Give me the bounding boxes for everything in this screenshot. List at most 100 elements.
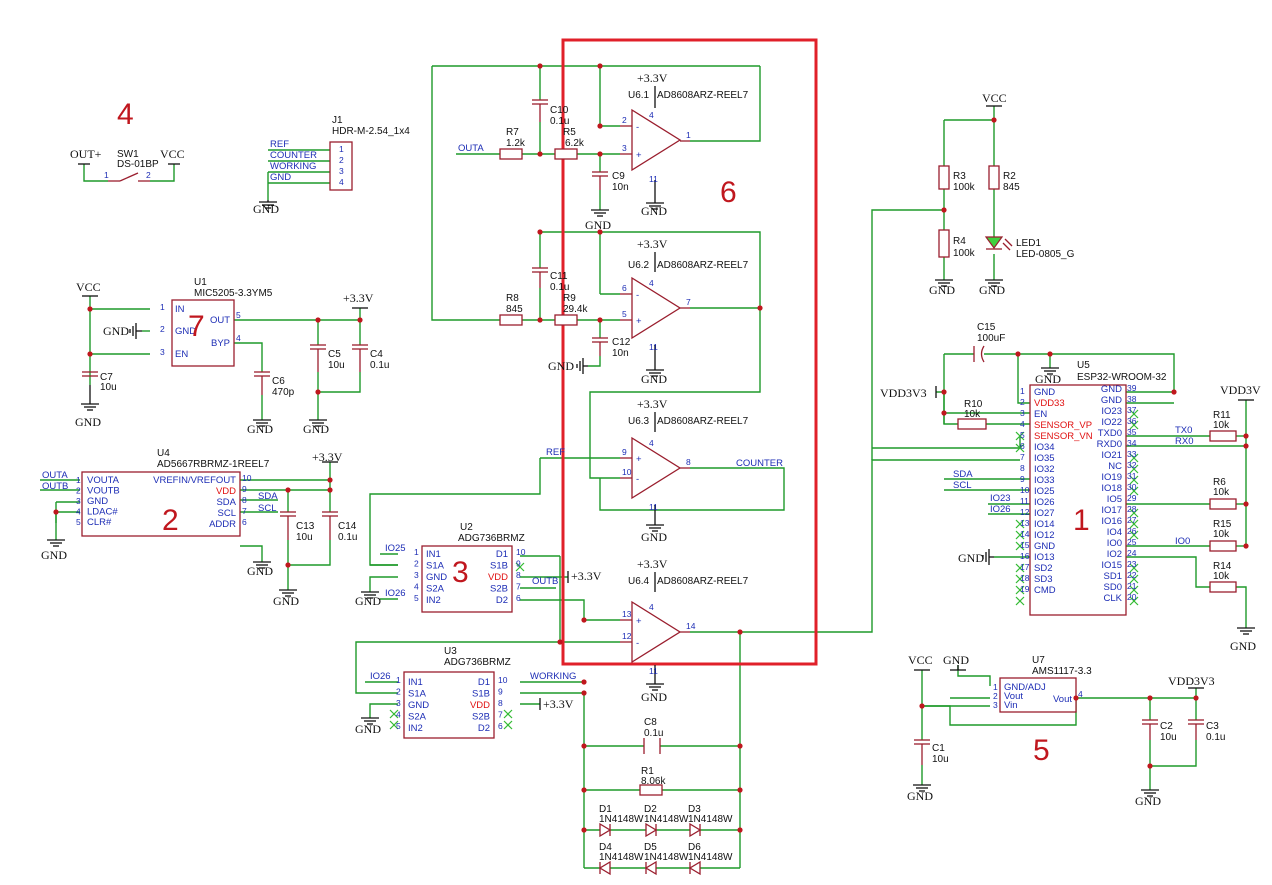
- u3-pin-name: VDD: [470, 700, 490, 711]
- junction-dot: [1243, 443, 1249, 449]
- no-connect-icon: [1129, 409, 1139, 419]
- netlabel-counter: COUNTER: [270, 150, 317, 161]
- u5-pin-number: 1: [1020, 386, 1025, 396]
- u5-pin-number: 19: [1020, 584, 1030, 594]
- u3-pin-number: 5: [396, 721, 401, 731]
- junction-dot: [53, 509, 59, 515]
- junction-dot: [941, 207, 947, 213]
- net-v33: +3.3V: [343, 291, 374, 305]
- r7-value: 1.2k: [506, 138, 526, 149]
- u5-pin-name: IO14: [1034, 519, 1055, 530]
- no-connect-icon: [1015, 574, 1025, 584]
- netlabel-rx0: RX0: [1175, 436, 1193, 447]
- u63-pin-noninverting: 9: [622, 447, 627, 457]
- u3-pin-number: 6: [498, 721, 503, 731]
- netlabel-working: WORKING: [530, 671, 576, 682]
- c1-ref: C1: [932, 743, 945, 754]
- u5-pin-name: SD1: [1104, 571, 1122, 582]
- u62-pin-output: 7: [686, 297, 691, 307]
- u5-pin-number: 7: [1020, 452, 1025, 462]
- u62-value: AD8608ARZ-REEL7: [657, 260, 749, 271]
- r2-value: 845: [1003, 182, 1020, 193]
- u5-pin-number: 33: [1127, 449, 1137, 459]
- net-vcc: VCC: [76, 280, 101, 294]
- u5-pin-number: 16: [1020, 551, 1030, 561]
- r3-value: 100k: [953, 182, 976, 193]
- u5-pin-name: IO15: [1101, 560, 1122, 571]
- no-connect-icon: [1015, 596, 1025, 606]
- r1-value: 8.06k: [641, 776, 666, 787]
- no-connect-icon: [1129, 486, 1139, 496]
- gnd-label: GND: [641, 204, 667, 218]
- junction-dot: [285, 487, 291, 493]
- no-connect-icon: [1129, 420, 1139, 430]
- u61-pin-output: 1: [686, 130, 691, 140]
- u5-pin-name: GND: [1034, 387, 1055, 398]
- u63-pin-output: 8: [686, 457, 691, 467]
- no-connect-icon: [1015, 541, 1025, 551]
- gnd-icon: [129, 323, 142, 339]
- gnd-icon: [259, 200, 277, 209]
- c4-value: 0.1u: [370, 360, 389, 371]
- u7-value: AMS1117-3.3: [1032, 666, 1092, 677]
- gnd-icon: [646, 505, 664, 532]
- netlabel-outa: OUTA: [458, 143, 484, 154]
- u63-plus-sign: +: [636, 454, 642, 465]
- netlabel-io23: IO23: [990, 493, 1011, 504]
- u7-pin-name: GND/ADJ: [1004, 682, 1046, 693]
- u4-value: AD5667RBRMZ-1REEL7: [157, 459, 270, 470]
- gnd-label: GND: [41, 548, 67, 562]
- gnd-icon: [982, 549, 994, 565]
- u4-pin-number: 2: [76, 486, 81, 496]
- u5-pin-name: EN: [1034, 409, 1047, 420]
- r5-value: 6.2k: [565, 138, 585, 149]
- r15-value: 10k: [1213, 529, 1230, 540]
- gnd-label: GND: [273, 594, 299, 608]
- c10-value: 0.1u: [550, 116, 569, 127]
- gnd-label: GND: [958, 551, 984, 565]
- gnd-icon: [591, 209, 609, 217]
- u3-pin-name: D1: [478, 677, 490, 688]
- junction-dot: [597, 151, 603, 157]
- junction-dot: [1015, 351, 1021, 357]
- u5-pin-number: 35: [1127, 427, 1137, 437]
- no-connect-icon: [1129, 585, 1139, 595]
- d5-value: 1N4148W: [644, 852, 689, 863]
- gnd-icon: [253, 561, 271, 569]
- u5-pin-name: IO2: [1107, 549, 1122, 560]
- u5-ref: U5: [1077, 360, 1090, 371]
- no-connect-icon: [1129, 530, 1139, 540]
- r6-value: 10k: [1213, 487, 1230, 498]
- c12-ref: C12: [612, 337, 631, 348]
- no-connect-icon: [1015, 431, 1025, 441]
- net-v33: +3.3V: [571, 569, 602, 583]
- led1-value: LED-0805_G: [1016, 249, 1075, 260]
- no-connect-icon: [389, 720, 399, 730]
- u5-pin-number: 32: [1127, 460, 1137, 470]
- u2-pin-number: 9: [516, 559, 521, 569]
- no-connect-icon: [503, 720, 513, 730]
- no-connect-icon: [1129, 508, 1139, 518]
- no-connect-icon: [1129, 475, 1139, 485]
- u5-pin-number: 20: [1127, 592, 1137, 602]
- u5-pin-name: SD3: [1034, 574, 1052, 585]
- r10-ref: R10: [964, 399, 983, 410]
- u2-pin-name: S1B: [490, 561, 508, 572]
- annotation-7: 7: [188, 310, 205, 343]
- u5-pin-name: IO16: [1101, 516, 1122, 527]
- r14-value: 10k: [1213, 571, 1230, 582]
- u2-pin-number: 1: [414, 547, 419, 557]
- r8-ref: R8: [506, 293, 519, 304]
- junction-dot: [919, 703, 925, 709]
- gnd-icon: [253, 419, 271, 427]
- u5-pin-name: SD0: [1104, 582, 1122, 593]
- u5-pin-number: 17: [1020, 562, 1030, 572]
- u1-pin-name: IN: [175, 304, 185, 315]
- u1-pin-number: 2: [160, 324, 165, 334]
- u5-pin-name: VDD33: [1034, 398, 1065, 409]
- c13-ref: C13: [296, 521, 315, 532]
- junction-dot: [941, 410, 947, 416]
- u61-ref: U6.1: [628, 90, 650, 101]
- u61-pin-vneg: 11: [649, 174, 658, 184]
- net-v33: +3.3V: [637, 397, 668, 411]
